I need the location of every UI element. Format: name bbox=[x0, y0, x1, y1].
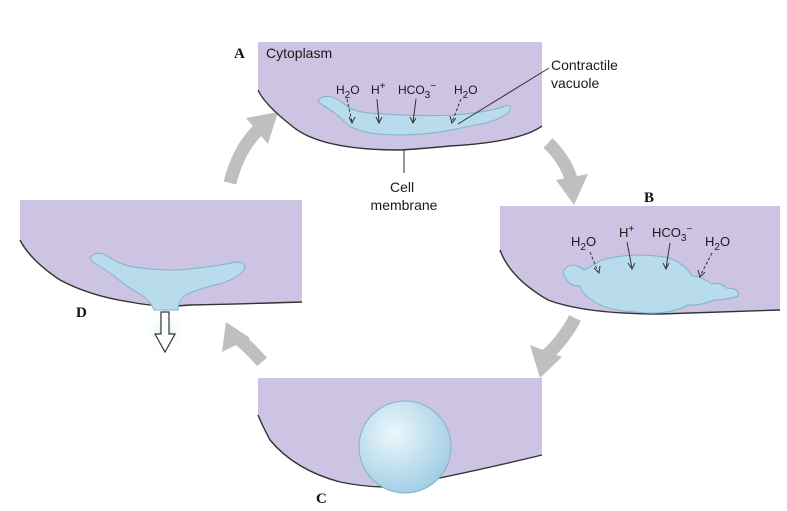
panel-b-water-left: H2O bbox=[571, 234, 596, 253]
panel-a-arrow-proton bbox=[376, 98, 380, 123]
panel-b-vacuole bbox=[562, 254, 739, 314]
panel-a-water-left: H2O bbox=[336, 83, 360, 101]
panel-b-membrane bbox=[499, 249, 781, 315]
panel-d: D bbox=[19, 200, 303, 354]
panel-b-ion-labels: H2O H+ HCO3− H2O bbox=[571, 224, 730, 253]
cycle-arrows bbox=[222, 112, 588, 378]
arrow-c-to-d bbox=[222, 322, 267, 367]
panel-a-arrow-bicarbonate bbox=[412, 98, 417, 123]
panel-b-water-right: H2O bbox=[705, 234, 730, 253]
panel-c: C bbox=[257, 378, 543, 507]
cell-membrane-label: Cell membrane bbox=[371, 179, 438, 213]
panel-a-letter: A bbox=[234, 46, 245, 62]
panel-d-letter: D bbox=[76, 305, 87, 321]
panel-b-influx-arrows bbox=[589, 241, 713, 278]
panel-c-vacuole-sphere bbox=[358, 400, 452, 494]
panel-b-arrow-proton bbox=[626, 241, 633, 269]
panel-a-water-right: H2O bbox=[454, 83, 478, 101]
panel-b-arrow-water-left bbox=[589, 251, 599, 273]
panel-a-ion-labels: H2O H+ HCO3− H2O bbox=[336, 81, 478, 101]
panel-b-arrow-water-right bbox=[699, 252, 713, 277]
panel-b-letter: B bbox=[644, 190, 654, 206]
arrow-a-to-b bbox=[543, 138, 588, 205]
vacuole-leader-line bbox=[457, 67, 550, 125]
panel-b-bicarbonate: HCO3− bbox=[652, 224, 692, 244]
panel-a-vacuole bbox=[318, 95, 511, 136]
contractile-vacuole-label: Contractile vacuole bbox=[551, 57, 622, 91]
panel-c-letter: C bbox=[316, 491, 327, 507]
panel-c-membrane bbox=[257, 414, 543, 488]
panel-a-proton: H+ bbox=[371, 81, 386, 97]
panel-a-arrow-water-left bbox=[346, 98, 353, 123]
arrow-d-to-a bbox=[223, 112, 278, 185]
panel-a-arrow-water-right bbox=[451, 98, 462, 123]
panel-a: A Cytoplasm H2O H+ HCO3− H2O bbox=[234, 42, 622, 213]
panel-b-arrow-bicarbonate bbox=[665, 242, 671, 269]
panel-d-membrane bbox=[19, 239, 303, 307]
panel-a-bicarbonate: HCO3− bbox=[398, 81, 436, 101]
panel-a-membrane bbox=[257, 89, 543, 151]
panel-b-proton: H+ bbox=[619, 224, 634, 240]
cytoplasm-label: Cytoplasm bbox=[266, 45, 332, 61]
panel-a-influx-arrows bbox=[346, 98, 462, 125]
panel-b: B H2O H+ HCO3− H2O bbox=[499, 190, 781, 315]
arrow-b-to-c bbox=[530, 314, 581, 378]
panel-d-vacuole bbox=[90, 252, 246, 311]
expulsion-arrow-icon bbox=[153, 311, 177, 354]
